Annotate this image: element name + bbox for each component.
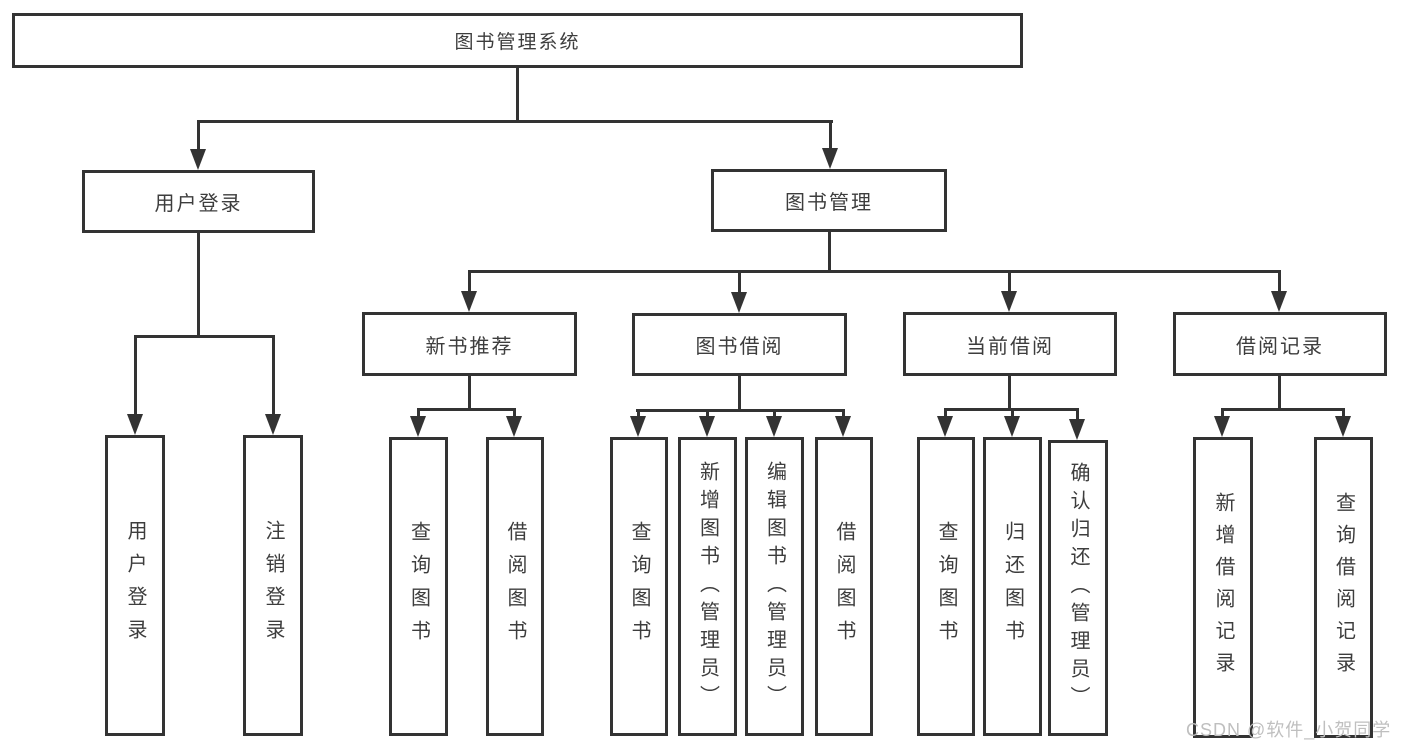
arrowhead-down-icon [699, 416, 715, 437]
connector-line-vertical [1278, 376, 1281, 411]
arrowhead-down-icon [506, 416, 522, 437]
node-root: 图书管理系统 [12, 13, 1023, 68]
leaf-records-query: 查询借阅记录 [1314, 437, 1373, 738]
connector-line-vertical [1221, 408, 1224, 419]
connector-line-vertical [197, 120, 200, 154]
connector-line-horizontal [636, 409, 845, 412]
node-book-management-label: 图书管理 [785, 192, 873, 214]
node-current-borrow-label: 当前借阅 [966, 335, 1054, 358]
connector-line-vertical [706, 409, 709, 419]
connector-line-vertical [842, 409, 845, 419]
leaf-records-query-label: 查询借阅记录 [1332, 491, 1355, 684]
connector-line-horizontal [197, 120, 833, 123]
connector-line-vertical [197, 233, 200, 335]
node-book-management: 图书管理 [711, 169, 947, 232]
arrowhead-down-icon [937, 416, 953, 437]
connector-line-vertical [828, 232, 831, 273]
connector-line-vertical [417, 408, 420, 419]
arrowhead-down-icon [265, 414, 281, 435]
leaf-user-login: 用户登录 [105, 435, 165, 736]
arrowhead-down-icon [731, 292, 747, 313]
leaf-borrow-borrow-label: 借阅图书 [833, 520, 855, 653]
leaf-borrow-query: 查询图书 [610, 437, 668, 736]
arrowhead-down-icon [1004, 416, 1020, 437]
leaf-records-add-label: 新增借阅记录 [1212, 491, 1234, 684]
node-root-label: 图书管理系统 [454, 32, 581, 53]
node-current-borrow: 当前借阅 [903, 312, 1117, 376]
arrowhead-down-icon [766, 416, 782, 437]
node-user-login: 用户登录 [82, 170, 315, 233]
arrowhead-down-icon [1214, 416, 1230, 437]
leaf-current-query: 查询图书 [917, 437, 975, 736]
connector-line-horizontal [417, 408, 516, 411]
leaf-borrow-edit-admin-label: 编辑图书（管理员） [763, 460, 786, 713]
connector-line-vertical [738, 270, 741, 295]
leaf-newbooks-borrow-label: 借阅图书 [504, 520, 526, 653]
leaf-user-login-label: 用户登录 [124, 519, 146, 652]
connector-line-horizontal [1221, 408, 1345, 411]
connector-line-vertical [738, 376, 741, 412]
arrowhead-down-icon [190, 149, 206, 170]
leaf-records-add: 新增借阅记录 [1193, 437, 1253, 738]
connector-line-vertical [468, 270, 471, 294]
node-new-books-label: 新书推荐 [425, 335, 514, 358]
arrowhead-down-icon [1335, 416, 1351, 437]
leaf-current-query-label: 查询图书 [935, 520, 957, 653]
leaf-borrow-add-admin: 新增图书（管理员） [678, 437, 737, 736]
leaf-newbooks-query-label: 查询图书 [407, 520, 430, 653]
leaf-current-return-label: 归还图书 [1001, 520, 1024, 653]
leaf-current-confirm-admin-label: 确认归还（管理员） [1067, 462, 1089, 714]
leaf-newbooks-borrow: 借阅图书 [486, 437, 544, 736]
connector-line-horizontal [944, 408, 1079, 411]
arrowhead-down-icon [822, 148, 838, 169]
arrowhead-down-icon [1001, 291, 1017, 312]
arrowhead-down-icon [835, 416, 851, 437]
connector-line-vertical [516, 68, 519, 123]
arrowhead-down-icon [630, 416, 646, 437]
arrowhead-down-icon [127, 414, 143, 435]
arrowhead-down-icon [410, 416, 426, 437]
leaf-logout: 注销登录 [243, 435, 303, 736]
node-book-borrow-label: 图书借阅 [695, 336, 784, 358]
leaf-borrow-edit-admin: 编辑图书（管理员） [745, 437, 804, 736]
connector-line-vertical [1008, 270, 1011, 294]
connector-line-vertical [134, 335, 137, 417]
connector-line-vertical [468, 376, 471, 411]
node-borrow-records-label: 借阅记录 [1236, 335, 1324, 358]
csdn-watermark: CSDN @软件_小贺同学 [1186, 720, 1392, 740]
node-user-login-label: 用户登录 [154, 193, 243, 215]
connector-line-vertical [1278, 270, 1281, 294]
connector-line-vertical [944, 408, 947, 419]
connector-line-vertical [829, 120, 832, 153]
arrowhead-down-icon [461, 291, 477, 312]
connector-line-horizontal [468, 270, 1281, 273]
node-borrow-records: 借阅记录 [1173, 312, 1387, 376]
leaf-logout-label: 注销登录 [262, 519, 284, 652]
leaf-borrow-query-label: 查询图书 [628, 520, 650, 653]
leaf-current-return: 归还图书 [983, 437, 1042, 736]
connector-line-vertical [637, 409, 640, 419]
connector-line-horizontal [134, 335, 275, 338]
connector-line-vertical [1342, 408, 1345, 419]
leaf-current-confirm-admin: 确认归还（管理员） [1048, 440, 1108, 736]
node-book-borrow: 图书借阅 [632, 313, 847, 376]
connector-line-vertical [1076, 408, 1079, 422]
connector-line-vertical [773, 409, 776, 419]
connector-line-vertical [272, 335, 275, 417]
arrowhead-down-icon [1271, 291, 1287, 312]
node-new-books: 新书推荐 [362, 312, 577, 376]
arrowhead-down-icon [1069, 419, 1085, 440]
connector-line-vertical [1011, 408, 1014, 419]
leaf-borrow-add-admin-label: 新增图书（管理员） [696, 460, 719, 713]
leaf-newbooks-query: 查询图书 [389, 437, 448, 736]
connector-line-vertical [1008, 376, 1011, 411]
leaf-borrow-borrow: 借阅图书 [815, 437, 873, 736]
connector-line-vertical [513, 408, 516, 419]
